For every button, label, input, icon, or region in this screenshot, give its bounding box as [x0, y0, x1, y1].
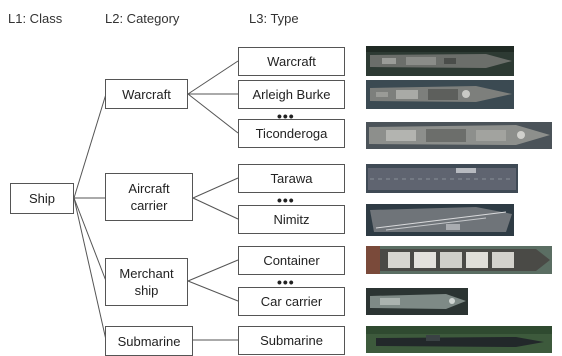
edge-warcraft-ticonderoga: [187, 93, 239, 134]
node-type-submarine: Submarine: [238, 326, 345, 355]
node-type-nimitz: Nimitz: [238, 205, 345, 234]
edge-carrier-nimitz: [192, 197, 239, 220]
tarawa-ship-image: [366, 164, 518, 193]
ellipsis-carrier: •••: [277, 192, 295, 208]
ticonderoga-ship-image: [366, 122, 552, 149]
ellipsis-merchant: •••: [277, 274, 295, 290]
container-ship-image: [366, 246, 552, 274]
node-merchant-ship: Merchant ship: [105, 258, 188, 306]
edge-merchant-car-carrier: [187, 280, 239, 302]
header-l1-class: L1: Class: [8, 11, 63, 26]
edge-ship-warcraft: [73, 93, 107, 199]
node-type-tarawa: Tarawa: [238, 164, 345, 193]
node-aircraft-carrier: Aircraft carrier: [105, 173, 193, 221]
car-carrier-ship-image: [366, 288, 468, 315]
edge-warcraft-warcraft: [187, 60, 239, 95]
submarine-image: [366, 326, 552, 353]
edge-merchant-container: [187, 259, 239, 282]
arleigh-burke-ship-image: [366, 80, 514, 109]
node-type-warcraft: Warcraft: [238, 47, 345, 76]
node-type-ticonderoga: Ticonderoga: [238, 119, 345, 148]
node-type-arleigh-burke: Arleigh Burke: [238, 80, 345, 109]
header-l3-type: L3: Type: [249, 11, 299, 26]
edge-ship-submarine: [73, 197, 107, 341]
node-type-car-carrier: Car carrier: [238, 287, 345, 316]
node-warcraft-category: Warcraft: [105, 79, 188, 109]
node-submarine-category: Submarine: [105, 326, 193, 356]
edge-ship-merchant: [73, 197, 107, 282]
warcraft-ship-image: [366, 46, 514, 76]
header-l2-category: L2: Category: [105, 11, 180, 26]
node-type-container: Container: [238, 246, 345, 275]
node-ship: Ship: [10, 183, 74, 214]
nimitz-ship-image: [366, 204, 514, 236]
edge-carrier-tarawa: [192, 177, 239, 199]
